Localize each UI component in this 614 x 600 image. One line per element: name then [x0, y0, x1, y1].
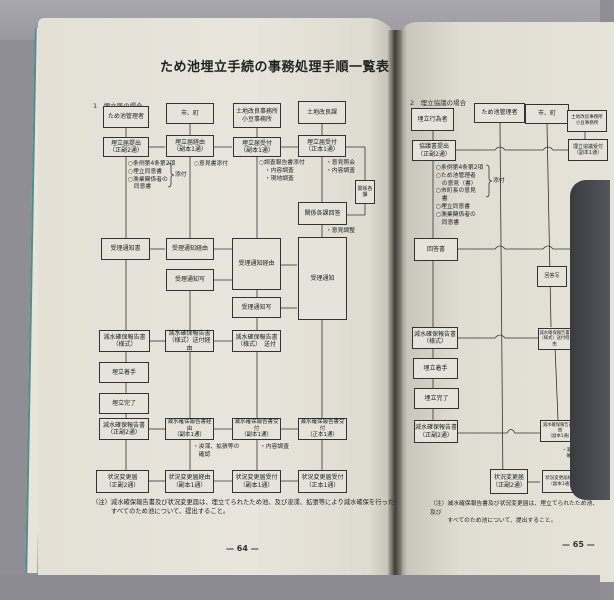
lane-header-city-town: 市、町: [166, 103, 214, 124]
note-consult: ・意見照会 ・内容調査: [326, 160, 355, 174]
box-change-accept-office: 状況変更届受付 （副本1通）: [232, 470, 281, 493]
book-gutter: [388, 30, 402, 575]
box-related-reply: 関係各課回答: [298, 202, 347, 225]
note-adjust: ・意見調整: [326, 228, 355, 234]
box-accept-dept: 埋立届受付 （正本1通）: [298, 135, 346, 157]
lane-header-applicant: 埋立行為者: [411, 108, 454, 131]
box-related-dept: 関係各課: [355, 180, 375, 204]
box-report-via: 減水確保報告書経由 （副本1通）: [165, 418, 214, 440]
box-complete-right: 埋立完了: [414, 388, 459, 409]
box-reply-copy: 回答写: [537, 266, 567, 287]
footnote-right: （注）減水確保報告書及び状況変更届は、埋立てられたため池、及び すべてのため池に…: [430, 501, 599, 525]
box-consult-submit: 協議書提出 （正副2通）: [412, 140, 456, 161]
lane-header-pond-manager-right: ため池管理者: [474, 103, 525, 123]
page-title: ため池埋立手続の事務処理手順一覧表: [160, 60, 390, 75]
lane-header-land-dept: 土地改良課: [298, 101, 346, 124]
table-surface: [0, 575, 600, 600]
box-change-accept-dept: 状況変更届受付 （正本1通）: [298, 470, 347, 493]
box-report-form-via-right: 減水確保報告書 （様式）送付経由: [538, 328, 571, 350]
box-receipt-notice: 受理通知書: [101, 238, 150, 260]
box-report-form-send: 減水確保報告書 （様式） 送付: [232, 330, 281, 352]
lane-header-city-town-right: 市、町: [525, 104, 569, 124]
foreground-object-shadow: [570, 180, 610, 500]
box-report-accept-office: 減水確保報告書受付 （副本1通）: [232, 418, 281, 440]
box-submit: 埋立届提出 （正副2通）: [103, 137, 149, 157]
box-change-via: 状況変更届経由 （副本1通）: [165, 470, 214, 493]
box-complete: 埋立完了: [99, 393, 149, 414]
note-survey: ○調査報告書添付 ・内容調査 ・現地調査: [259, 160, 305, 182]
box-receipt-via-1: 受理通知経由: [166, 238, 214, 260]
lane-header-land-office-right: 土地改良事務所 小豆事務所: [567, 110, 607, 132]
box-receipt-notice-main: 受理通知: [298, 237, 347, 320]
box-report-form: 減水確保報告書 （様式）: [99, 330, 150, 352]
box-accept-office: 埋立届受付 （副本1通）: [233, 137, 281, 157]
note-opinion: ○意見書添付: [194, 161, 229, 167]
lane-header-pond-manager: ため池管理者: [103, 106, 149, 128]
box-receipt-copy-2: 受理通知写: [232, 297, 281, 318]
box-receipt-via-2: 受理通知経由: [232, 238, 281, 290]
note-attachments-right: ○条例第4条第2項 ○ため池管理者 の意見（書） ○市町長の意見 書 ○埋立同意…: [436, 165, 484, 226]
page-number-left: — 64 —: [226, 544, 259, 553]
footnote: （注）減水確保報告書及び状況変更届は、埋立てられたため池、及び浚渫、拡張等により…: [92, 499, 395, 516]
note-attach-label: 添付: [175, 172, 187, 178]
note-content-survey: ・内容調査: [260, 444, 289, 450]
box-via: 埋立届経由 （副本1通）: [166, 135, 214, 157]
box-report-submit-right: 減水確保報告書 （正副2通）: [414, 420, 458, 443]
box-report-form-via: 減水確保報告書 （様式）送付経由: [165, 330, 214, 352]
lane-header-land-office: 土地改良事務所 小豆事務所: [233, 103, 281, 128]
box-report-accept-dept: 減水確保報告書受付 （正本1通）: [298, 418, 347, 440]
note-attachments: ○条例第4条第2項 ○埋立同意書 ○漁業関係者の 同意書: [128, 161, 176, 191]
note-attach-label-right: 添付: [493, 178, 505, 184]
page-number-right: — 65 —: [562, 540, 595, 549]
box-change-submit: 状況変更届 （正副2通）: [96, 470, 149, 493]
box-consult-accept: 埋立協議受付 （副本1通）: [568, 139, 608, 161]
bleed-through-text: [130, 76, 133, 87]
box-change-submit-right: 状況変更届 （正副2通）: [490, 469, 528, 494]
box-start-right: 埋立着手: [413, 358, 458, 379]
box-report-submit: 減水確保報告書 （正副2通）: [99, 418, 149, 440]
note-dredge: ・浚渫、拡張等の 確認: [193, 444, 240, 458]
box-report-form-right: 減水確保報告書 （様式）: [412, 327, 458, 349]
section-label-right: 2 埋立協議の場合: [410, 99, 467, 107]
box-reply: 回答書: [414, 238, 458, 261]
box-receipt-copy-1: 受理通知写: [166, 269, 214, 291]
box-start: 埋立着手: [99, 362, 149, 383]
